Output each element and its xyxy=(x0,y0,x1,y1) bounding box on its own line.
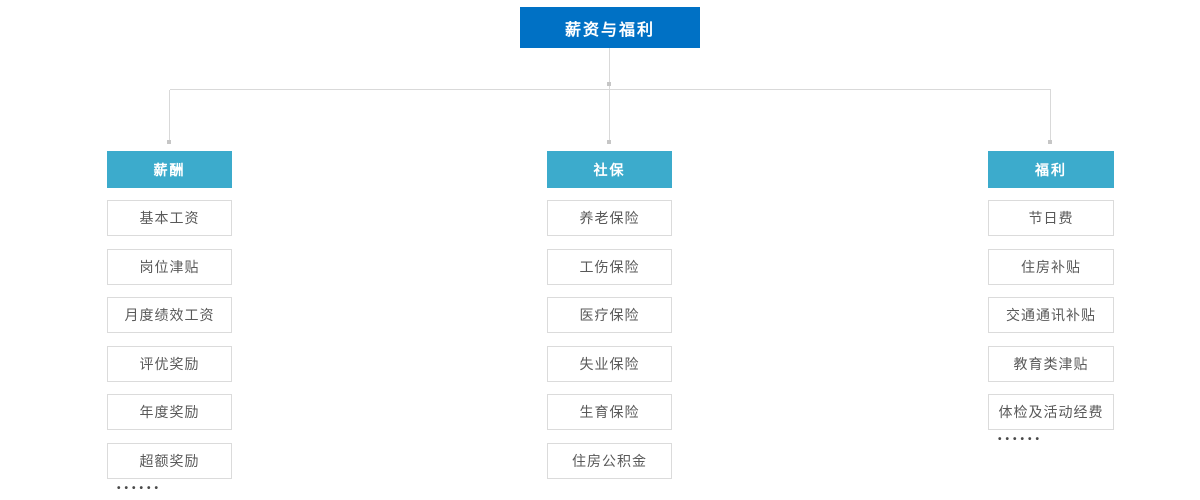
connector-horizontal xyxy=(170,89,1051,90)
column-header-benefits: 福利 xyxy=(988,151,1114,188)
item-box: 生育保险 xyxy=(547,394,672,430)
connector-drop-center xyxy=(609,90,610,140)
column-social-insurance: 社保 养老保险工伤保险医疗保险失业保险生育保险住房公积金 xyxy=(547,151,672,479)
connector-cap-center-top xyxy=(607,82,611,86)
item-box: 工伤保险 xyxy=(547,248,672,285)
root-node-salary-benefits: 薪资与福利 xyxy=(520,7,700,48)
item-list: 节日费住房补贴交通通讯补贴教育类津贴体检及活动经费 xyxy=(988,200,1114,430)
connector-root-vertical xyxy=(609,48,610,89)
item-box: 医疗保险 xyxy=(547,297,672,333)
item-box: 失业保险 xyxy=(547,345,672,382)
ellipsis-dots: •••••• xyxy=(998,434,1044,445)
item-box: 月度绩效工资 xyxy=(107,297,232,333)
connector-drop-left xyxy=(169,90,170,140)
column-compensation: 薪酬 基本工资岗位津贴月度绩效工资评优奖励年度奖励超额奖励 •••••• xyxy=(107,151,232,494)
ellipsis-dots: •••••• xyxy=(117,482,163,494)
item-box: 交通通讯补贴 xyxy=(988,297,1114,333)
connector-cap-left xyxy=(167,140,171,144)
connector-cap-right xyxy=(1048,140,1052,144)
item-box: 体检及活动经费 xyxy=(988,394,1114,430)
item-box: 养老保险 xyxy=(547,200,672,236)
item-box: 超额奖励 xyxy=(107,442,232,479)
column-header-compensation: 薪酬 xyxy=(107,151,232,188)
item-list: 基本工资岗位津贴月度绩效工资评优奖励年度奖励超额奖励 xyxy=(107,200,232,479)
item-box: 基本工资 xyxy=(107,200,232,236)
item-box: 住房公积金 xyxy=(547,442,672,479)
item-box: 节日费 xyxy=(988,200,1114,236)
item-box: 岗位津贴 xyxy=(107,248,232,285)
connector-drop-right xyxy=(1050,90,1051,140)
item-box: 住房补贴 xyxy=(988,248,1114,285)
item-box: 教育类津贴 xyxy=(988,345,1114,382)
connector-cap-center xyxy=(607,140,611,144)
item-box: 年度奖励 xyxy=(107,394,232,430)
item-list: 养老保险工伤保险医疗保险失业保险生育保险住房公积金 xyxy=(547,200,672,479)
column-header-social-insurance: 社保 xyxy=(547,151,672,188)
item-box: 评优奖励 xyxy=(107,345,232,382)
column-benefits: 福利 节日费住房补贴交通通讯补贴教育类津贴体检及活动经费 •••••• xyxy=(988,151,1114,445)
